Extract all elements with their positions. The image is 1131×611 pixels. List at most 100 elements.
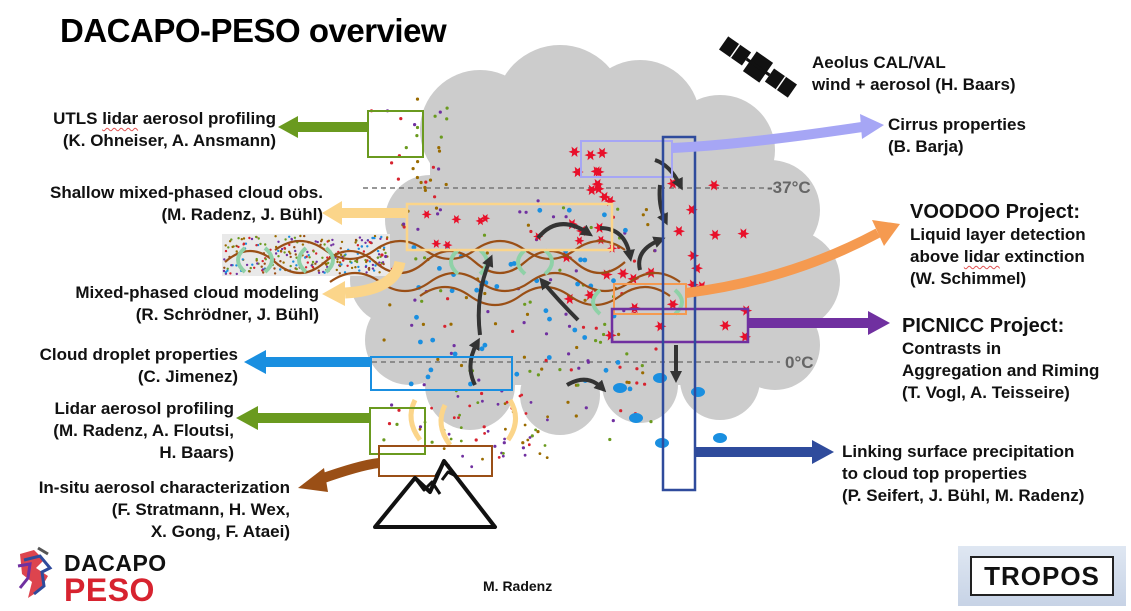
- aerosol-particle: [384, 254, 388, 259]
- aerosol-particle: [364, 265, 368, 269]
- aerosol-particle: [420, 299, 424, 303]
- liquid-droplet: [418, 339, 423, 345]
- aerosol-particle: [323, 243, 326, 246]
- aerosol-particle: [422, 383, 426, 387]
- aerosol-particle: [419, 180, 423, 185]
- aerosol-particle: [229, 272, 232, 275]
- aerosol-particle: [415, 175, 419, 180]
- aerosol-particle: [364, 258, 367, 262]
- aerosol-particle: [356, 244, 360, 247]
- aerosol-particle: [536, 430, 540, 434]
- aerosol-particle: [320, 238, 324, 241]
- aerosol-particle: [543, 444, 547, 447]
- aerosol-particle: [527, 443, 531, 447]
- droplet-box: [370, 356, 513, 391]
- aerosol-particle: [230, 238, 233, 241]
- aerosol-particle: [464, 296, 468, 300]
- aerosol-particle: [365, 271, 368, 274]
- aerosol-particle: [653, 249, 657, 253]
- aerosol-particle: [343, 271, 347, 274]
- aerosol-particle: [428, 178, 433, 182]
- aerosol-particle: [350, 266, 354, 270]
- aerosol-particle: [619, 409, 623, 413]
- ice-crystal: [590, 166, 603, 177]
- aerosol-particle: [528, 300, 532, 304]
- particles: [222, 97, 753, 469]
- aerosol-particle: [261, 259, 264, 263]
- ice-crystal: [673, 226, 685, 237]
- linking-label: Linking surface precipitation to cloud t…: [842, 442, 1085, 505]
- aerosol-particle: [373, 234, 377, 238]
- aerosol-particle: [439, 289, 443, 293]
- label-arrows: [236, 114, 900, 492]
- aerosol-particle: [434, 206, 439, 210]
- aerosol-particle: [331, 238, 334, 242]
- ice-crystal: [604, 195, 617, 207]
- aerosol-particle: [299, 234, 302, 238]
- aerosol-particle: [289, 264, 292, 268]
- aerosol-particle: [558, 268, 562, 272]
- aerosol-particle: [437, 146, 441, 150]
- aerosol-particle: [641, 213, 645, 217]
- liquid-droplet: [582, 335, 588, 340]
- ice-crystal: [691, 263, 703, 274]
- aerosol-particle: [544, 332, 549, 336]
- ice-crystal: [480, 214, 491, 223]
- aerosol-particle: [589, 225, 593, 230]
- aerosol-particle: [284, 238, 287, 241]
- ice-crystal: [585, 184, 598, 196]
- aerosol-particle: [259, 242, 262, 246]
- aerosol-particle: [369, 241, 372, 245]
- aerosol-particle: [482, 233, 487, 237]
- tropos-logo-text: TROPOS: [970, 556, 1114, 596]
- liquid-droplet: [603, 367, 609, 373]
- aerosol-particle: [445, 106, 449, 110]
- aerosol-particle: [525, 312, 530, 316]
- aerosol-particle: [293, 236, 297, 239]
- aerosol-particle: [230, 264, 233, 267]
- aerosol-particle: [368, 260, 372, 263]
- aerosol-particle: [521, 441, 525, 445]
- aerosol-particle: [335, 268, 338, 272]
- ice-crystal: [591, 178, 604, 190]
- aerosol-particle: [316, 240, 319, 244]
- aerosol-particle: [237, 245, 240, 249]
- aerosol-particle: [520, 393, 524, 397]
- aerosol-particle: [381, 261, 385, 264]
- aerosol-particle: [423, 256, 427, 260]
- aerosol-particle: [530, 434, 534, 438]
- aerosol-particle: [423, 188, 427, 192]
- aerosol-particle: [253, 266, 256, 269]
- aerosol-particle: [641, 371, 645, 375]
- aerosol-particle: [364, 241, 367, 244]
- aerosol-particle: [224, 244, 227, 247]
- aerosol-particle: [598, 340, 603, 344]
- ice-crystal: [740, 305, 753, 316]
- tropos-logo: TROPOS: [958, 546, 1126, 606]
- aerosol-particle: [314, 240, 317, 243]
- aerosol-particle: [306, 250, 309, 254]
- insitu-label: In-situ aerosol characterization (F. Str…: [38, 478, 290, 541]
- aerosol-particle: [295, 264, 298, 267]
- voodoo-box: [613, 283, 687, 315]
- aerosol-particle: [528, 369, 532, 373]
- ice-crystal: [451, 215, 462, 224]
- precipitation-drop: [691, 387, 705, 397]
- aerosol-particle: [305, 255, 308, 258]
- aerosol-particle: [382, 246, 386, 249]
- aerosol-particle: [288, 235, 291, 238]
- aerosol-particle: [524, 412, 528, 415]
- aerosol-particle: [222, 269, 226, 273]
- aerosol-particle: [510, 329, 515, 333]
- aerosol-particle: [526, 223, 531, 227]
- aerosol-particle: [314, 262, 317, 265]
- aerosol-particle: [343, 254, 346, 257]
- aerosol-particle: [366, 245, 369, 248]
- aerosol-particle: [373, 236, 376, 240]
- ice-crystal: [737, 228, 750, 239]
- aerosol-particle: [390, 161, 394, 165]
- aerosol-particle: [285, 253, 289, 257]
- aerosol-particle: [544, 358, 548, 362]
- aerosol-particle: [235, 250, 238, 253]
- aerosol-particle: [301, 243, 305, 246]
